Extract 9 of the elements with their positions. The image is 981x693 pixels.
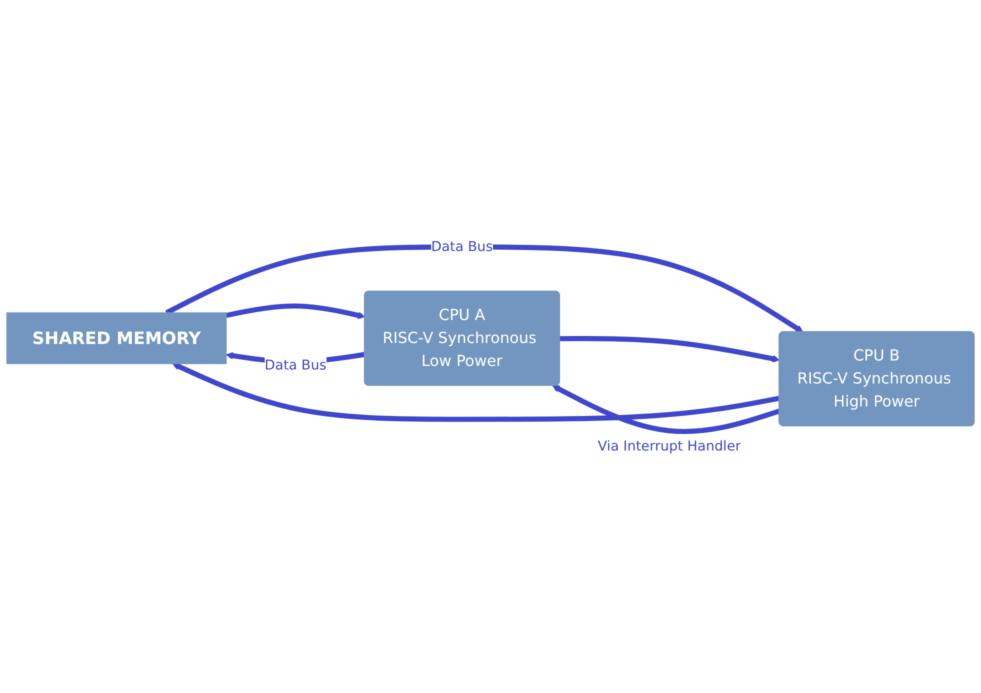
arrow — [560, 336, 780, 362]
arrow — [226, 303, 366, 319]
arrow — [172, 362, 780, 422]
edge-label: Via Interrupt Handler — [598, 438, 741, 454]
edge-label: Data Bus — [431, 238, 493, 254]
arrow — [552, 384, 780, 434]
node-box: SHARED MEMORY — [6, 312, 227, 364]
arrow — [165, 244, 804, 332]
edge-label: Data Bus — [264, 356, 326, 373]
